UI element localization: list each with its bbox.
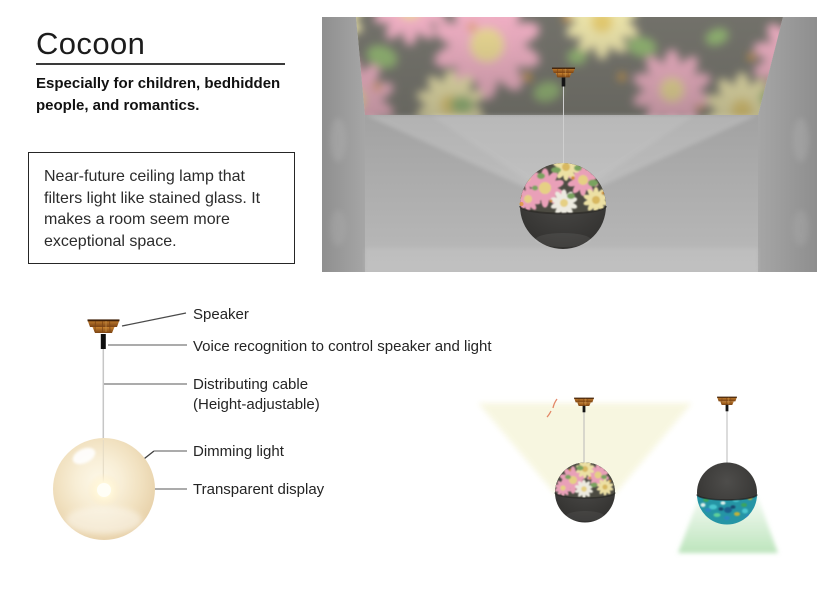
room-right-wall (758, 17, 817, 272)
description-line-3: makes a room seem more (44, 211, 230, 228)
uplight-lamp-illustration (478, 397, 692, 523)
description-line-4: exceptional space. (44, 232, 177, 250)
room-illustration (322, 17, 817, 272)
label-distributing-cable: Distributing cable (Height-adjustable) (193, 376, 320, 413)
subtitle-line-2: people, and romantics. (36, 97, 200, 114)
voice-module-icon (100, 334, 106, 349)
subtitle-line-1: Especially for children, bedhidden (36, 75, 281, 92)
ceiling-projection (356, 17, 783, 115)
description-box: Near-future ceiling lamp that filters li… (28, 152, 295, 264)
speaker-mount-icon (716, 396, 738, 406)
subtitle: Especially for children, bedhidden peopl… (36, 73, 280, 117)
annotated-lamp-diagram (53, 312, 187, 540)
label-dimming-light: Dimming light (193, 443, 284, 460)
page-title: Cocoon (36, 26, 146, 61)
label-transparent-display: Transparent display (193, 481, 325, 498)
speaker-mount-icon (87, 318, 120, 334)
leader-line-speaker (121, 312, 187, 327)
sphere-highlight (72, 447, 96, 465)
voice-module-icon (582, 405, 586, 413)
downlight-lamp-illustration (678, 396, 778, 553)
voice-module-icon (725, 404, 729, 412)
light-cone-up (478, 403, 692, 494)
sparkle-icon (546, 398, 558, 418)
title-underline (36, 63, 285, 65)
voice-module-icon (561, 77, 566, 87)
room-left-wall (322, 17, 365, 272)
label-voice-recognition: Voice recognition to control speaker and… (193, 338, 492, 355)
description-line-2: filters light like stained glass. It (44, 189, 261, 207)
description-line-1: Near-future ceiling lamp that (44, 168, 245, 185)
pearl-sphere (53, 438, 155, 540)
label-speaker: Speaker (193, 306, 249, 323)
